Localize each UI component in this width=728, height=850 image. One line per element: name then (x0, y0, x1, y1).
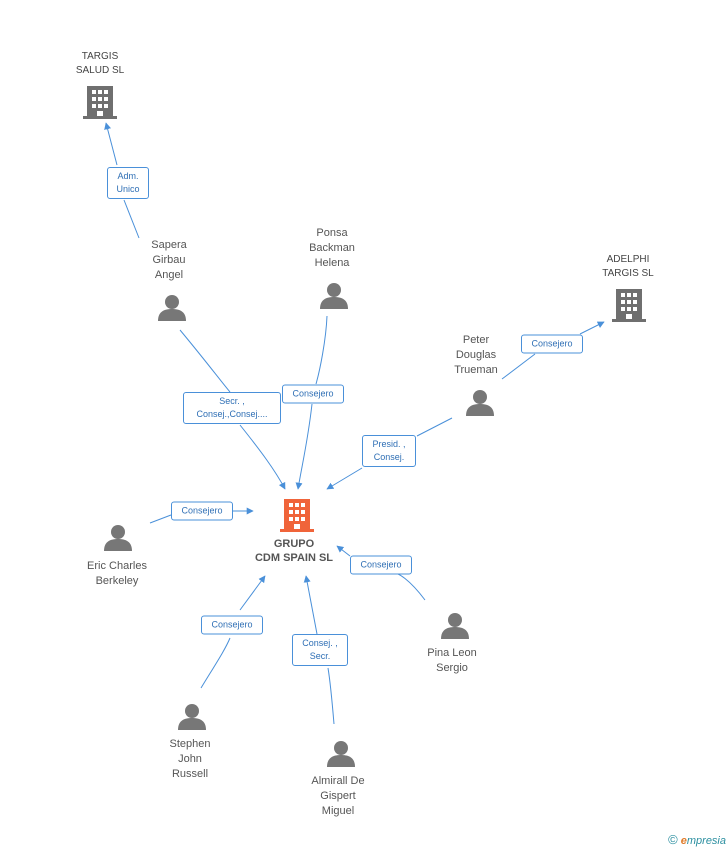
person-icon[interactable] (177, 703, 207, 731)
person-label-pina[interactable]: Pina Leon Sergio (427, 647, 477, 674)
empresia-watermark: ©empresia (668, 832, 726, 847)
person-label-eric[interactable]: Eric Charles Berkeley (87, 560, 147, 587)
relation-badge-eric-main[interactable]: Consejero (171, 501, 233, 521)
relation-badge-pina-main[interactable]: Consejero (350, 555, 412, 575)
edge-peter-main (327, 417, 453, 489)
edge-stephen-main (200, 576, 265, 689)
person-label-almirall[interactable]: Almirall De Gispert Miguel (311, 775, 365, 817)
relation-badge-sapera-targis[interactable]: Adm. Unico (107, 167, 149, 199)
person-icon[interactable] (465, 389, 495, 417)
edge-sapera-main (179, 329, 285, 489)
relation-badge-almirall-main[interactable]: Consej. , Secr. (292, 634, 348, 666)
building-icon[interactable] (83, 84, 117, 120)
relation-badge-stephen-main[interactable]: Consejero (201, 615, 263, 635)
company-label-targis[interactable]: TARGIS SALUD SL (75, 51, 125, 76)
person-label-peter[interactable]: Peter Douglas Trueman (454, 334, 498, 376)
copyright-icon: © (668, 832, 678, 847)
person-icon[interactable] (319, 282, 349, 310)
person-icon[interactable] (103, 524, 133, 552)
edge-eric-main (149, 511, 253, 524)
person-icon[interactable] (326, 740, 356, 768)
edge-ponsa-main (298, 315, 328, 489)
relation-badge-peter-main[interactable]: Presid. , Consej. (362, 435, 416, 467)
main-company-label[interactable]: GRUPO CDM SPAIN SL (254, 538, 334, 564)
person-icon[interactable] (440, 612, 470, 640)
relation-badge-sapera-main[interactable]: Secr. , Consej.,Consej.... (183, 392, 281, 424)
edge-almirall-main (306, 576, 335, 725)
edge-sapera-targis (106, 123, 140, 239)
person-icon[interactable] (157, 294, 187, 322)
relation-badge-ponsa-main[interactable]: Consejero (282, 384, 344, 404)
person-label-stephen[interactable]: Stephen John Russell (169, 738, 211, 780)
person-label-ponsa[interactable]: Ponsa Backman Helena (309, 227, 355, 269)
edge-peter-adelphi (501, 322, 604, 380)
company-label-adelphi[interactable]: ADELPHI TARGIS SL (602, 254, 654, 279)
relation-badge-peter-adelphi[interactable]: Consejero (521, 334, 583, 354)
building-icon[interactable] (612, 287, 646, 323)
main-building-icon[interactable] (280, 497, 314, 533)
person-label-sapera[interactable]: Sapera Girbau Angel (151, 239, 187, 281)
